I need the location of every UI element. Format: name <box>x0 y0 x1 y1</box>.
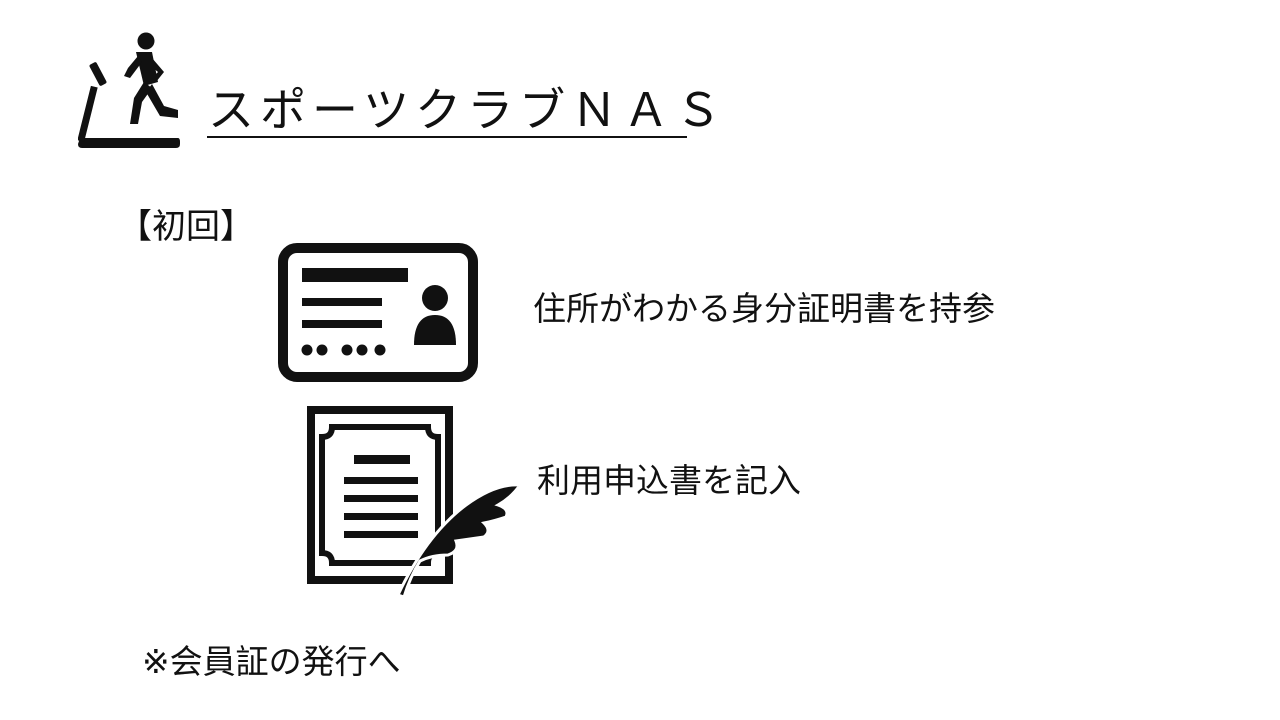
requirement-application-form: 利用申込書を記入 <box>537 461 801 500</box>
page-title: スポーツクラブＮＡＳ <box>208 83 728 137</box>
title-underline <box>207 136 687 138</box>
id-card-icon <box>278 243 478 382</box>
section-label: 【初回】 <box>118 207 254 247</box>
application-form-quill-icon <box>307 406 522 599</box>
footnote: ※会員証の発行へ <box>142 642 401 681</box>
requirement-id-document: 住所がわかる身分証明書を持参 <box>533 289 995 328</box>
treadmill-runner-icon <box>78 32 180 148</box>
